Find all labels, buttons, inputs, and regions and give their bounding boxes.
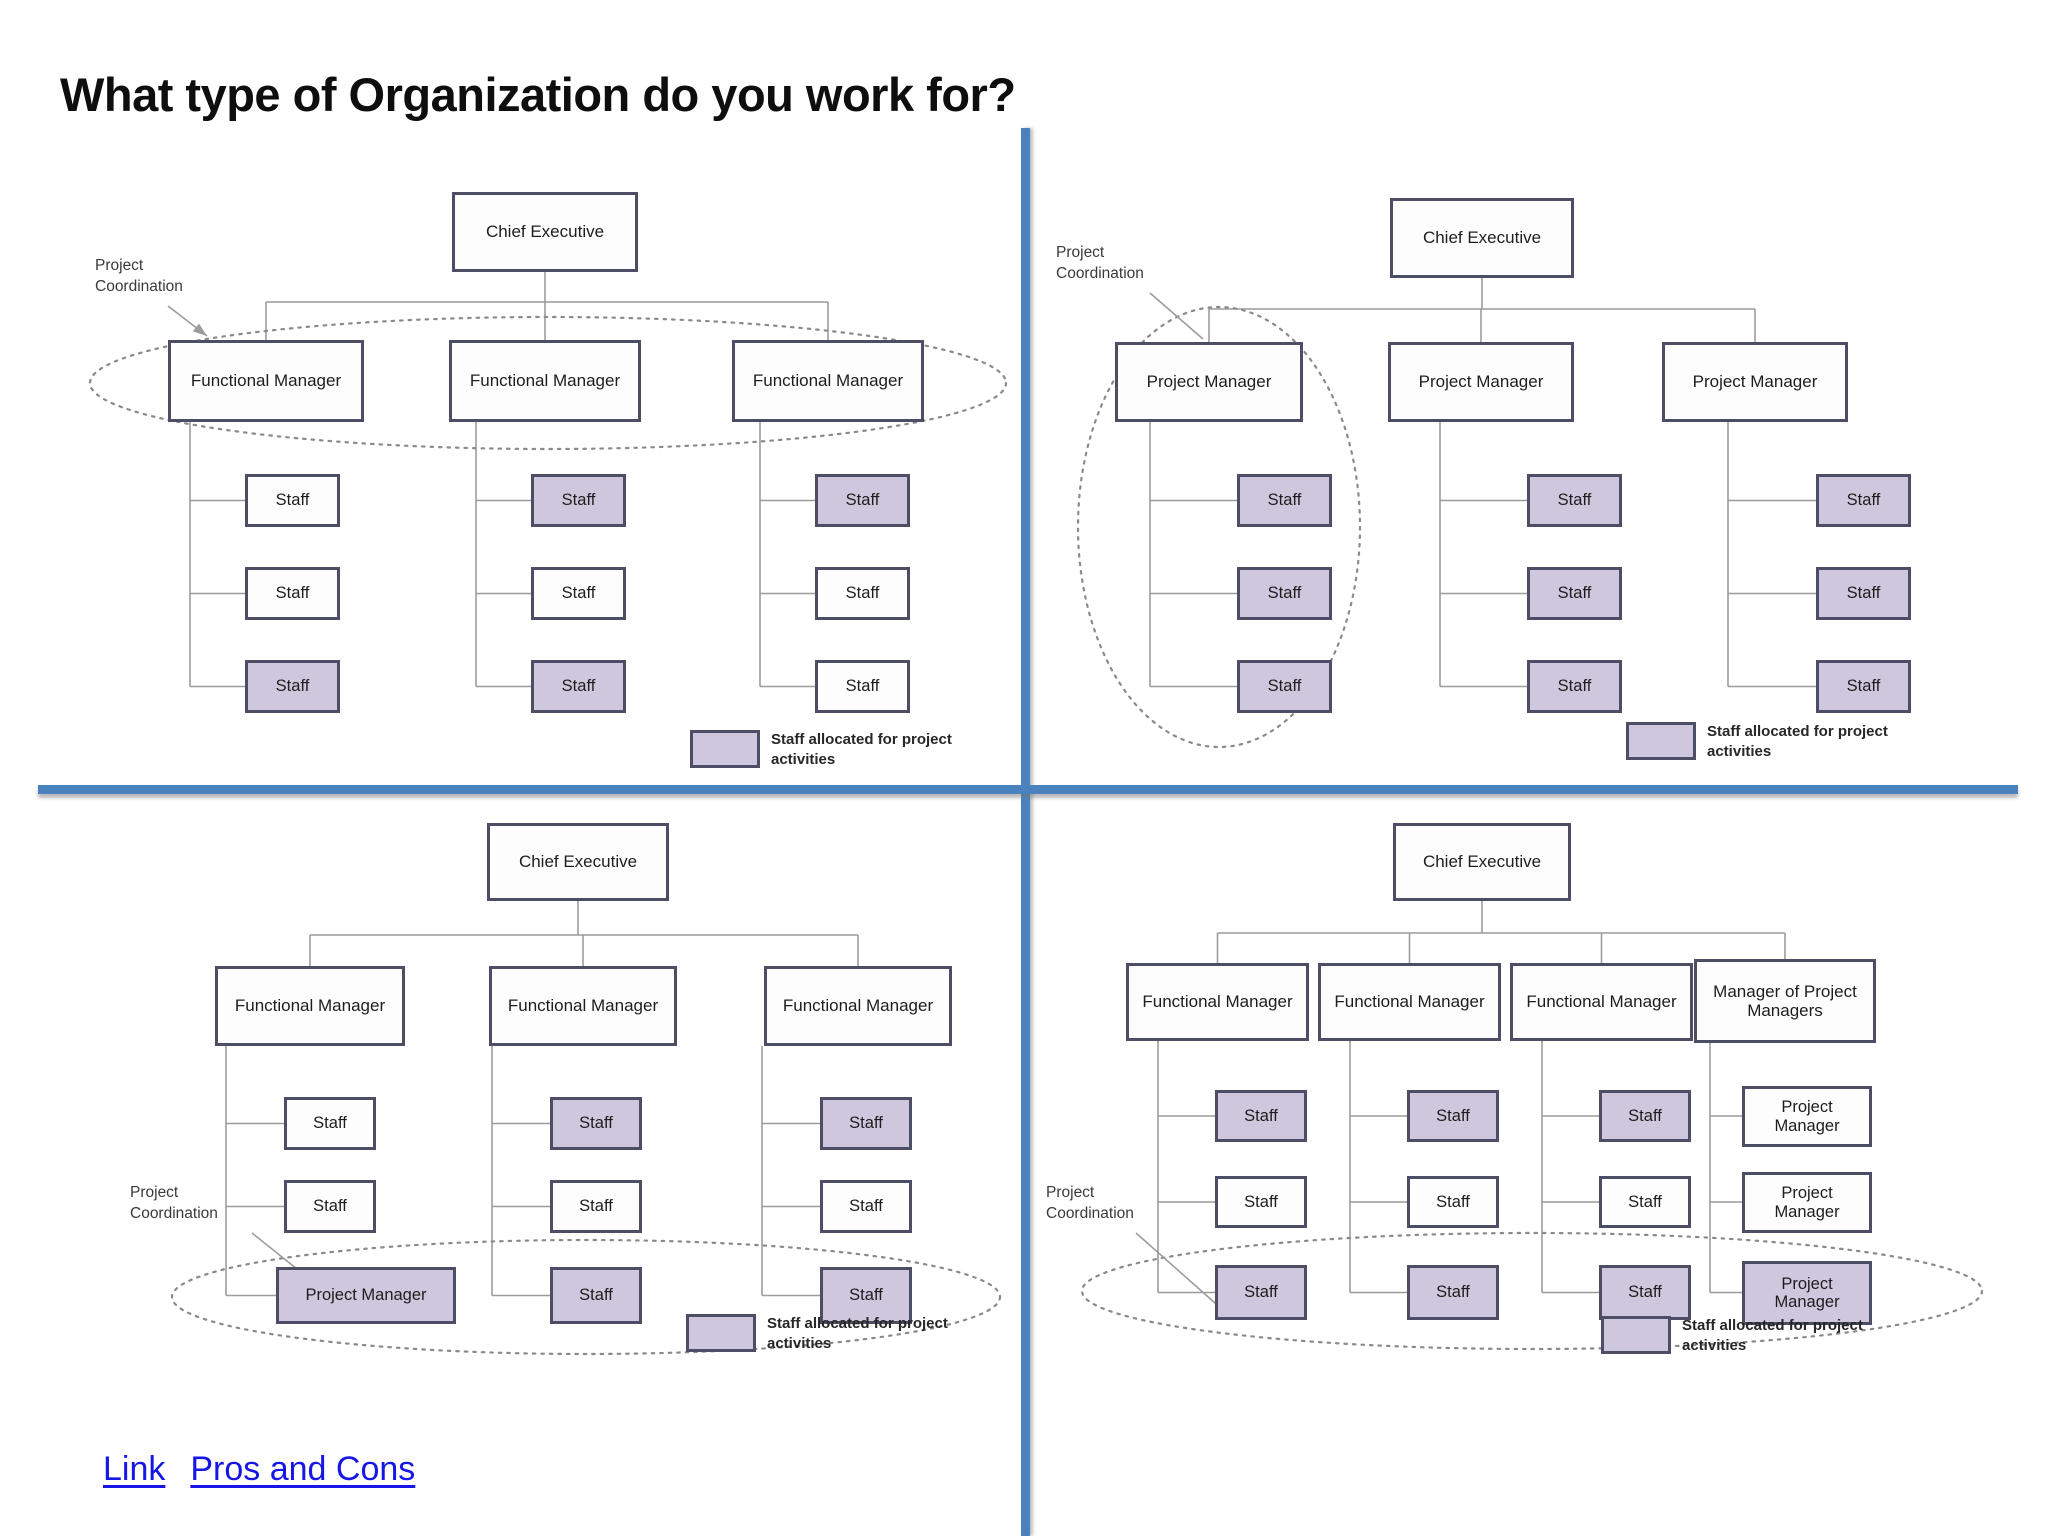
org-box-staff: Staff: [245, 660, 340, 713]
org-box-staff: Staff: [550, 1180, 642, 1233]
pointer-arrowhead: [192, 323, 207, 336]
project-coordination-label: Project Coordination: [130, 1184, 218, 1222]
legend: Staff allocated for project activities: [690, 730, 971, 770]
legend-label: Staff allocated for project activities: [771, 731, 952, 768]
coordination-pointer: [1135, 1232, 1225, 1312]
org-box-chief-executive: Chief Executive: [452, 192, 638, 272]
org-box-staff: Staff: [245, 474, 340, 527]
legend: Staff allocated for project activities: [1601, 1316, 1882, 1356]
org-box-staff: Staff: [815, 660, 910, 713]
legend-swatch: [1626, 722, 1696, 760]
org-box-staff: Staff: [1527, 474, 1622, 527]
project-coordination-ellipse: [170, 1238, 1002, 1356]
org-box-project-manager: Project Manager: [1115, 342, 1303, 422]
org-box-staff: Staff: [284, 1180, 376, 1233]
org-box-staff: Staff: [1237, 660, 1332, 713]
legend-label: Staff allocated for project activities: [1707, 723, 1888, 760]
org-box-staff: Staff: [1215, 1265, 1307, 1320]
org-box-staff: Staff: [1816, 474, 1911, 527]
org-box-manager-of-project-managers: Manager of Project Managers: [1694, 959, 1876, 1043]
project-coordination-ellipse: [1076, 305, 1362, 749]
org-box-functional-manager: Functional Manager: [168, 340, 364, 422]
org-box-staff: Staff: [815, 567, 910, 620]
legend-swatch: [690, 730, 760, 768]
project-coordination-label: Project Coordination: [1046, 1184, 1134, 1222]
org-box-project-manager: Project Manager: [1742, 1172, 1872, 1233]
org-box-staff: Staff: [1527, 567, 1622, 620]
org-box-staff: Staff: [1237, 474, 1332, 527]
page-title: What type of Organization do you work fo…: [60, 68, 1016, 122]
org-box-functional-manager: Functional Manager: [449, 340, 641, 422]
project-coordination-ellipse: [1080, 1231, 1984, 1351]
vertical-divider: [1021, 128, 1030, 1536]
legend-swatch: [1601, 1316, 1671, 1354]
legend-swatch: [686, 1314, 756, 1352]
org-box-staff: Staff: [1215, 1176, 1307, 1228]
org-box-project-manager: Project Manager: [1662, 342, 1848, 422]
project-coordination-label: Project Coordination: [1056, 244, 1144, 282]
org-box-staff: Staff: [1599, 1265, 1691, 1320]
org-box-staff: Staff: [1407, 1090, 1499, 1142]
legend-label: Staff allocated for project activities: [1682, 1317, 1863, 1354]
org-box-functional-manager: Functional Manager: [215, 966, 405, 1046]
legend: Staff allocated for project activities: [1626, 722, 1907, 762]
org-box-staff: Staff: [1599, 1090, 1691, 1142]
org-box-functional-manager: Functional Manager: [764, 966, 952, 1046]
org-box-chief-executive: Chief Executive: [1390, 198, 1574, 278]
org-box-staff: Staff: [1816, 567, 1911, 620]
project-coordination-label: Project Coordination: [95, 257, 183, 295]
org-box-project-manager: Project Manager: [1742, 1261, 1872, 1325]
org-box-staff: Staff: [815, 474, 910, 527]
project-coordination-ellipse: [88, 315, 1008, 451]
org-box-functional-manager: Functional Manager: [1510, 963, 1693, 1041]
org-box-staff: Staff: [531, 567, 626, 620]
org-box-staff: Staff: [820, 1267, 912, 1324]
link-pros-and-cons[interactable]: Pros and Cons: [190, 1450, 416, 1488]
org-box-staff: Staff: [820, 1097, 912, 1150]
org-box-staff: Staff: [550, 1267, 642, 1324]
org-box-staff: Staff: [531, 660, 626, 713]
org-box-functional-manager: Functional Manager: [1318, 963, 1501, 1041]
org-box-staff: Staff: [245, 567, 340, 620]
org-box-staff: Staff: [820, 1180, 912, 1233]
org-box-staff: Staff: [1215, 1090, 1307, 1142]
legend-label: Staff allocated for project activities: [767, 1315, 948, 1352]
org-box-project-manager: Project Manager: [1742, 1086, 1872, 1147]
org-box-project-manager: Project Manager: [1388, 342, 1574, 422]
org-box-functional-manager: Functional Manager: [732, 340, 924, 422]
org-box-staff: Staff: [1407, 1176, 1499, 1228]
footer-links: Link Pros and Cons: [103, 1450, 415, 1489]
org-box-chief-executive: Chief Executive: [487, 823, 669, 901]
org-box-project-manager: Project Manager: [276, 1267, 456, 1324]
horizontal-divider: [38, 785, 2018, 794]
org-box-functional-manager: Functional Manager: [1126, 963, 1309, 1041]
org-box-staff: Staff: [1237, 567, 1332, 620]
org-box-staff: Staff: [284, 1097, 376, 1150]
org-box-chief-executive: Chief Executive: [1393, 823, 1571, 901]
org-box-staff: Staff: [1599, 1176, 1691, 1228]
org-box-staff: Staff: [1816, 660, 1911, 713]
org-box-staff: Staff: [550, 1097, 642, 1150]
link-link[interactable]: Link: [103, 1450, 166, 1488]
org-box-staff: Staff: [1407, 1265, 1499, 1320]
org-box-staff: Staff: [531, 474, 626, 527]
org-box-functional-manager: Functional Manager: [489, 966, 677, 1046]
legend: Staff allocated for project activities: [686, 1314, 967, 1354]
org-box-staff: Staff: [1527, 660, 1622, 713]
coordination-pointer: [1149, 292, 1204, 340]
